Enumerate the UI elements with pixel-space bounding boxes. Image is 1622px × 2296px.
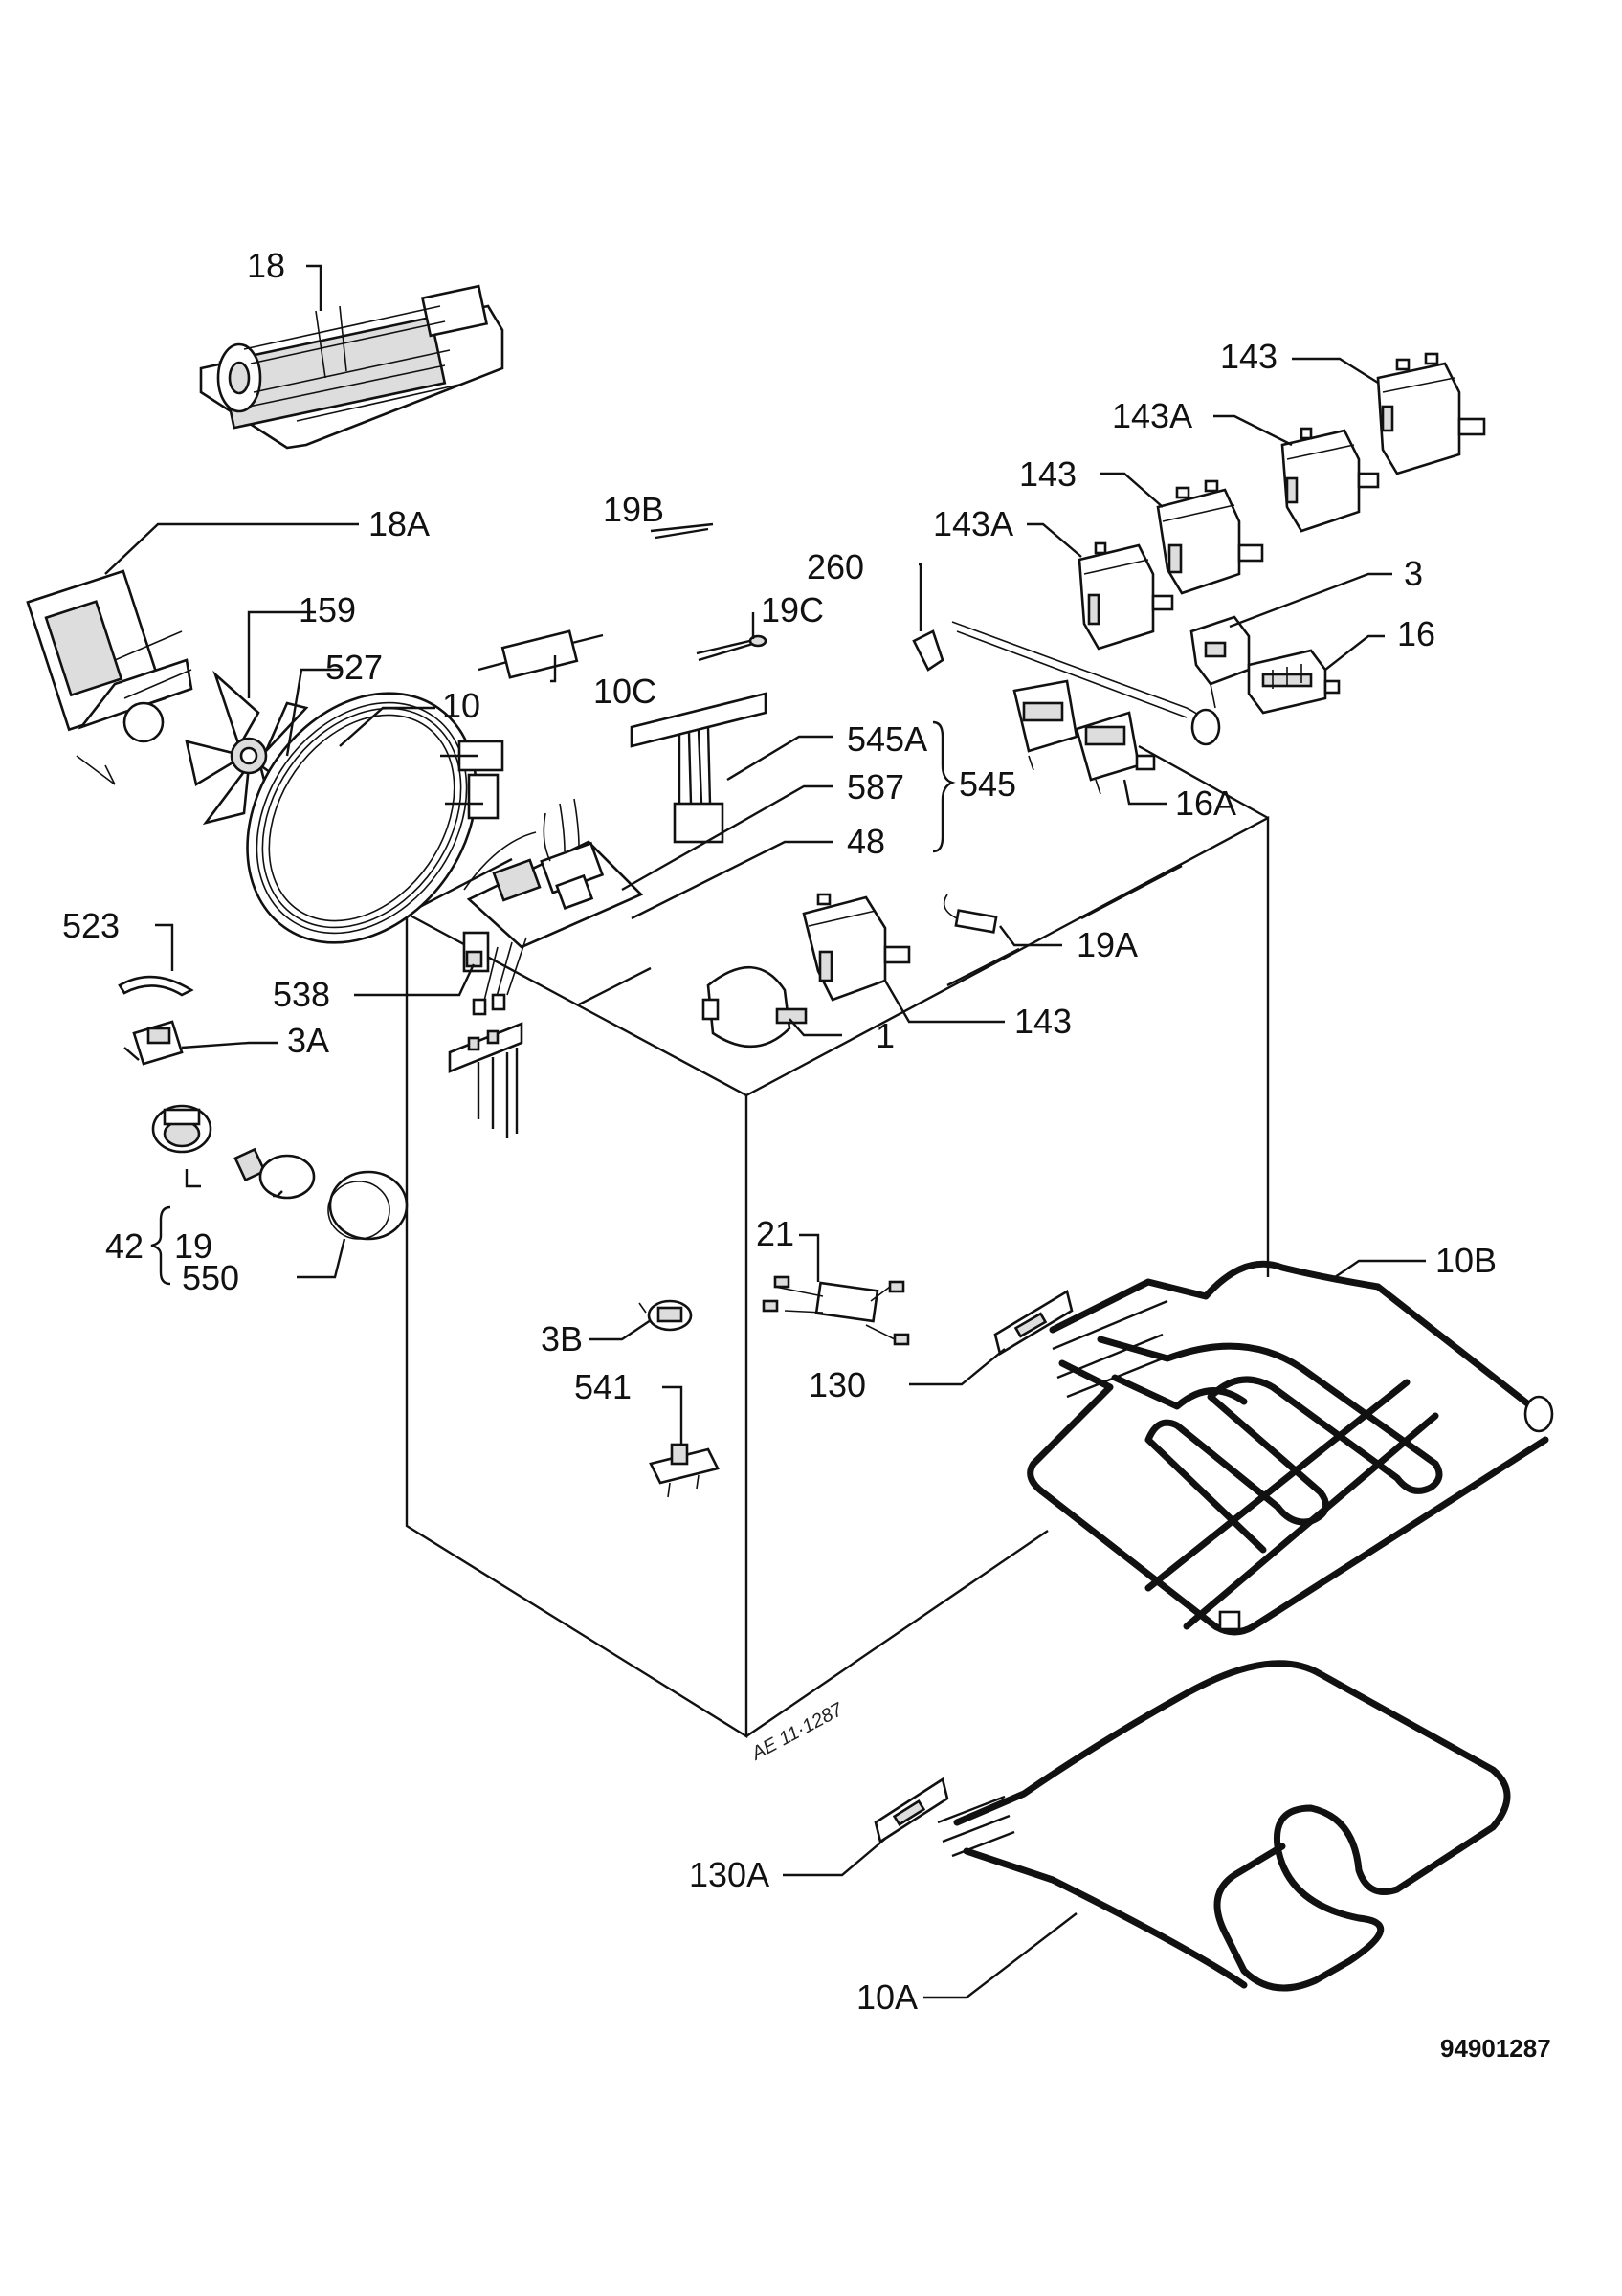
- circular-heating-element-part: [246, 692, 504, 944]
- label-3a: 3A: [287, 1021, 329, 1060]
- label-545: 545: [959, 764, 1016, 804]
- label-3b: 3B: [541, 1319, 583, 1358]
- label-550: 550: [182, 1258, 239, 1297]
- sensor-19a-part: [943, 894, 998, 934]
- label-1: 1: [876, 1016, 895, 1055]
- label-159: 159: [299, 590, 356, 629]
- label-143-mid: 143: [1019, 454, 1077, 494]
- oven-cabinet: [405, 744, 1270, 1739]
- label-10c: 10C: [593, 672, 656, 711]
- grill-element-10b-part: [1027, 1260, 1554, 1636]
- component-541-part: [649, 1443, 720, 1498]
- label-19: 19: [174, 1226, 212, 1266]
- leader-lines: [104, 264, 1426, 1999]
- regulator-143a-top-part: [1280, 427, 1380, 533]
- label-10b: 10B: [1435, 1241, 1497, 1280]
- wiring-harness-part: [630, 692, 767, 844]
- label-538: 538: [273, 975, 330, 1014]
- label-42: 42: [105, 1226, 144, 1266]
- regulator-143-lower-part: [802, 893, 911, 1002]
- label-16: 16: [1397, 614, 1435, 653]
- label-18a: 18A: [368, 504, 430, 543]
- label-541: 541: [574, 1367, 632, 1406]
- mounting-plate-130-part: [993, 1289, 1074, 1357]
- label-19b: 19B: [603, 490, 664, 529]
- thermostat-3b-part: [638, 1299, 693, 1332]
- lamp-cover-part: [327, 1170, 409, 1241]
- label-10: 10: [442, 686, 480, 725]
- cable-19b-part: [650, 522, 714, 540]
- switch-16-part: [1247, 649, 1341, 715]
- part-labels: 18 18A 159 527 10 10C 19B 19C 545A 587 5…: [62, 246, 1497, 2017]
- label-143a-top: 143A: [1112, 396, 1192, 435]
- lamp-bulb-part: [233, 1147, 316, 1200]
- thermostat-3-part: [1189, 615, 1251, 709]
- resistor-part: [478, 629, 604, 679]
- label-587: 587: [847, 767, 904, 806]
- regulator-143a-mid-part: [1078, 541, 1174, 651]
- mounting-plate-130a-part: [874, 1777, 949, 1844]
- label-523: 523: [62, 906, 120, 945]
- label-16a: 16A: [1175, 784, 1236, 823]
- label-130: 130: [809, 1365, 866, 1404]
- brace-545: [932, 720, 956, 853]
- label-143-lower: 143: [1014, 1002, 1072, 1041]
- component-21-part: [762, 1275, 910, 1346]
- tangential-fan-part: [199, 284, 504, 450]
- brace-42: [150, 1205, 171, 1286]
- label-18: 18: [247, 246, 285, 285]
- label-10a: 10A: [856, 1977, 918, 2017]
- label-260: 260: [807, 547, 864, 586]
- label-21: 21: [756, 1214, 794, 1253]
- label-3: 3: [1404, 554, 1423, 593]
- label-545a: 545A: [847, 719, 927, 759]
- timer-part: [701, 965, 808, 1049]
- terminal-block-part: [448, 937, 527, 1138]
- temperature-sensor-part: [912, 621, 1221, 746]
- document-number: 94901287: [1440, 2034, 1551, 2063]
- lamp-holder-part: [151, 1104, 212, 1154]
- cable-19c-part: [696, 634, 767, 662]
- label-527: 527: [325, 648, 383, 687]
- bottom-element-10a-part: [937, 1660, 1511, 1992]
- regulator-143-top-part: [1376, 352, 1486, 475]
- label-48: 48: [847, 822, 885, 861]
- clip-523-part: [118, 975, 194, 997]
- electronic-board-part: [463, 798, 644, 949]
- label-19a: 19A: [1077, 925, 1138, 964]
- label-130a: 130A: [689, 1855, 769, 1894]
- regulator-143-mid-part: [1156, 479, 1264, 595]
- thermostat-3a-part: [123, 1020, 184, 1066]
- fan-motor-part: [26, 569, 193, 785]
- label-143a-mid: 143A: [933, 504, 1013, 543]
- handwritten-reference-note: AE 11·1287: [747, 1699, 847, 1765]
- switch-538-part: [462, 931, 490, 973]
- switch-16a-part: [1012, 679, 1156, 795]
- label-19c: 19C: [761, 590, 824, 629]
- label-143-top: 143: [1220, 337, 1278, 376]
